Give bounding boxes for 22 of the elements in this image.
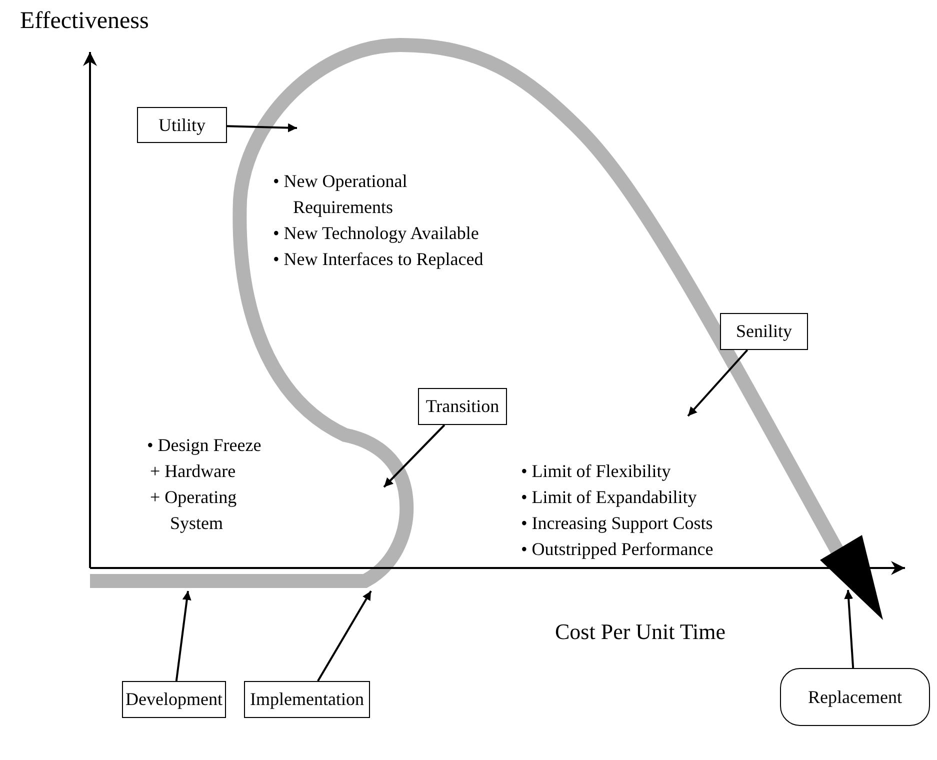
stage-box: Implementation xyxy=(244,681,370,718)
leader-arrow xyxy=(226,123,298,132)
bullet-item: • New Interfaces to Replaced xyxy=(273,248,484,271)
bullet-item: • Limit of Expandability xyxy=(521,486,698,509)
bullet-item: • Increasing Support Costs xyxy=(521,512,714,535)
leader-arrow xyxy=(687,349,748,417)
bullet-item: • Design Freeze xyxy=(147,434,262,457)
stage-box: Development xyxy=(122,681,226,718)
bullet-item: • Outstripped Performance xyxy=(521,538,714,561)
bullet-item: • New Technology Available xyxy=(273,222,480,245)
leader-arrow xyxy=(383,424,446,488)
lifecycle-curve xyxy=(90,38,883,620)
sub-item: + Hardware xyxy=(150,460,237,483)
leader-arrow xyxy=(317,590,372,682)
stage-box: Replacement xyxy=(780,668,930,726)
leader-arrow xyxy=(844,590,854,668)
leader-arrow xyxy=(175,590,192,682)
bullet-item: • Limit of Flexibility xyxy=(521,460,672,483)
axis-title: Effectiveness xyxy=(20,7,150,36)
axis-title: Cost Per Unit Time xyxy=(555,618,727,646)
bullet-item: • New Operational Requirements xyxy=(273,170,408,219)
sub-item: + Operating System xyxy=(150,486,238,535)
